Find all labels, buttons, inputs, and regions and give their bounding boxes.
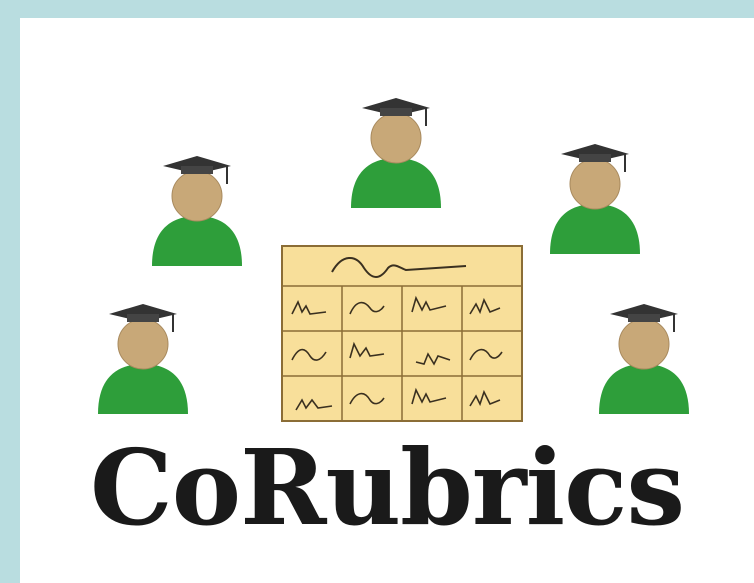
student-icon bbox=[151, 155, 243, 267]
student-icon bbox=[350, 97, 442, 209]
brand-title: CoRubrics bbox=[89, 426, 685, 549]
student-icon bbox=[598, 303, 690, 415]
logo-card: CoRubrics bbox=[20, 18, 754, 583]
student-icon bbox=[549, 143, 641, 255]
corubrics-logo-art bbox=[97, 97, 690, 422]
student-icon bbox=[97, 303, 189, 415]
rubric-grid-icon bbox=[281, 245, 523, 422]
